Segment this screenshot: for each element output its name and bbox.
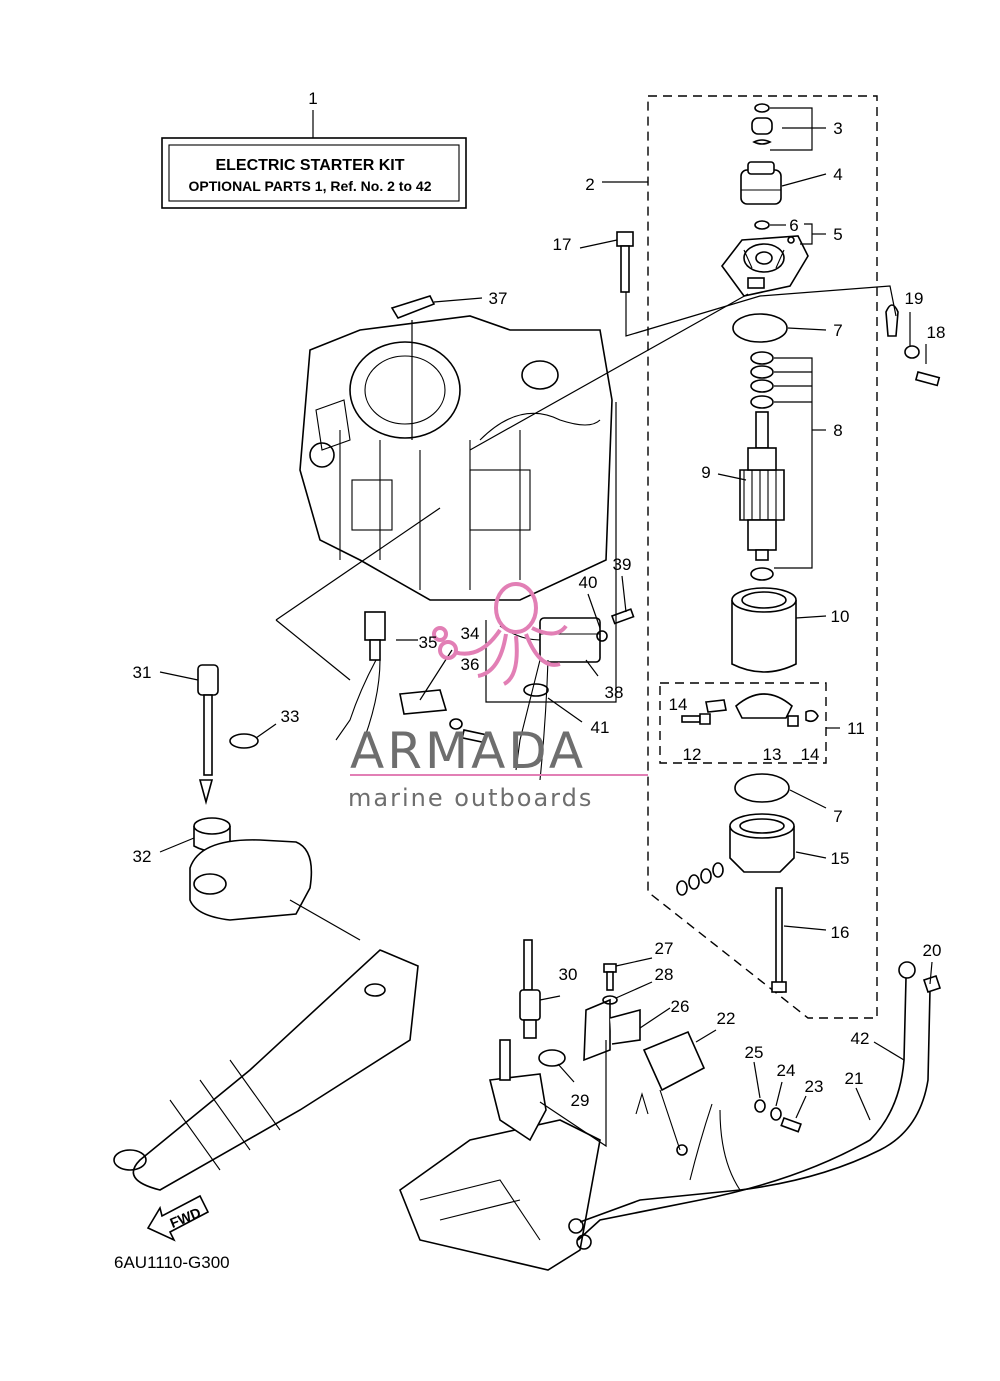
callout-7-lower: 7 (833, 807, 842, 826)
callout-29: 29 (571, 1091, 590, 1110)
engine-block (299, 315, 613, 601)
bottom-cowling (399, 1119, 601, 1271)
callout-3: 3 (833, 119, 842, 138)
part-22-25 (635, 1030, 802, 1156)
starter-motor-boundary (647, 95, 878, 1019)
callout-14-right: 14 (801, 745, 820, 764)
callout-33: 33 (281, 707, 300, 726)
callout-6: 6 (789, 216, 798, 235)
callout-2: 2 (585, 175, 594, 194)
callout-21: 21 (845, 1069, 864, 1088)
callout-10: 10 (831, 607, 850, 626)
part-17-bolt (616, 231, 634, 293)
callout-16: 16 (831, 923, 850, 942)
callout-22: 22 (717, 1009, 736, 1028)
starter-motor-parts (676, 103, 819, 993)
harness-34-36 (275, 507, 487, 751)
callout-39: 39 (613, 555, 632, 574)
callout-8: 8 (833, 421, 842, 440)
callout-12: 12 (683, 745, 702, 764)
tiller-handle (113, 839, 419, 1191)
callout-numbers: 1 2 3 4 5 6 7 8 9 10 11 12 13 14 14 7 15… (133, 89, 946, 1110)
part-31-33 (193, 664, 259, 852)
callout-41: 41 (591, 718, 610, 737)
watermark-brand: ARMADA (350, 722, 586, 780)
callout-17: 17 (553, 235, 572, 254)
callout-11: 11 (847, 719, 865, 738)
callout-28: 28 (655, 965, 674, 984)
part-18-19 (885, 304, 941, 387)
forward-arrow-icon: FWD (146, 1194, 210, 1242)
watermark-octopus-icon (432, 582, 568, 686)
part-38-41 (485, 402, 635, 781)
callout-26: 26 (671, 997, 690, 1016)
callout-23: 23 (805, 1077, 824, 1096)
callout-14-left: 14 (669, 695, 688, 714)
callout-34: 34 (461, 624, 480, 643)
diagram-code: 6AU1110-G300 (114, 1253, 230, 1272)
callout-13: 13 (763, 745, 782, 764)
callout-15: 15 (831, 849, 850, 868)
kit-label-box: ELECTRIC STARTER KIT OPTIONAL PARTS 1, R… (161, 110, 467, 209)
kit-subtitle: OPTIONAL PARTS 1, Ref. No. 2 to 42 (189, 178, 432, 194)
callout-25: 25 (745, 1043, 764, 1062)
callout-20: 20 (923, 941, 942, 960)
callout-5: 5 (833, 225, 842, 244)
battery-cables (568, 961, 942, 1250)
kit-title: ELECTRIC STARTER KIT (215, 157, 404, 174)
callout-24: 24 (777, 1061, 796, 1080)
callout-9: 9 (701, 463, 710, 482)
callout-37: 37 (489, 289, 508, 308)
watermark-tagline: marine outboards (348, 784, 593, 812)
callout-38: 38 (605, 683, 624, 702)
callout-1: 1 (308, 89, 317, 108)
callout-40: 40 (579, 573, 598, 592)
callout-36: 36 (461, 655, 480, 674)
callout-31: 31 (133, 663, 152, 682)
callout-18: 18 (927, 323, 946, 342)
forward-label: FWD (168, 1204, 204, 1231)
callout-4: 4 (833, 165, 842, 184)
part-26-30 (489, 939, 641, 1148)
callout-32: 32 (133, 847, 152, 866)
callout-7-upper: 7 (833, 321, 842, 340)
callout-35: 35 (419, 633, 438, 652)
callout-19: 19 (905, 289, 924, 308)
callout-42: 42 (851, 1029, 870, 1048)
part-37-clip (390, 295, 436, 440)
callout-27: 27 (655, 939, 674, 958)
leader-lines (159, 107, 933, 1121)
watermark: ARMADA marine outboards (348, 582, 648, 812)
callout-30: 30 (559, 965, 578, 984)
